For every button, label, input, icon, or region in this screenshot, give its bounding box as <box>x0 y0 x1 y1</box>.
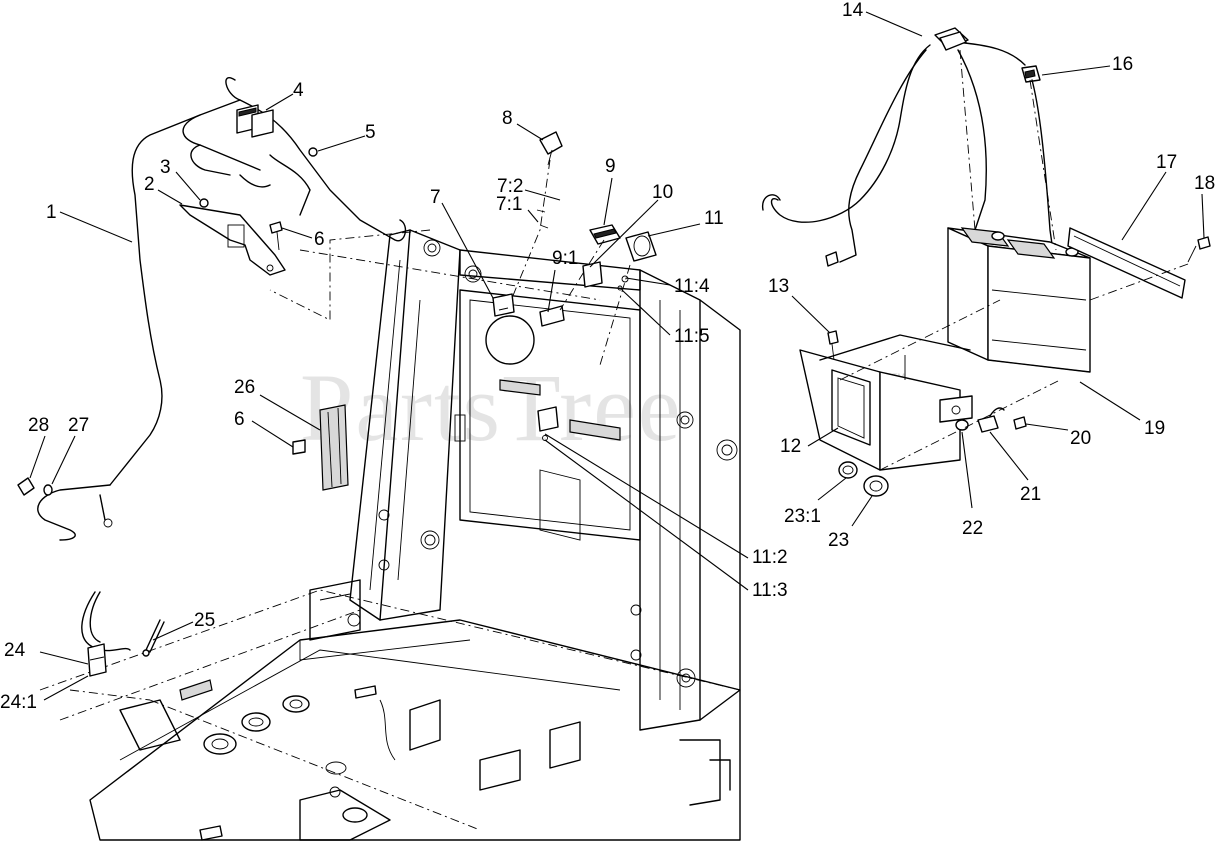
watermark-text: PartsTree <box>300 354 682 461</box>
key-part-8 <box>539 131 563 155</box>
watermark: PartsTree TM <box>300 354 905 461</box>
main-frame <box>39 229 741 841</box>
nut-part-23-1 <box>838 461 858 479</box>
screw-part-13 <box>827 330 839 361</box>
hold-down-bar-part-17 <box>1067 227 1186 299</box>
callout-27: 27 <box>68 415 89 436</box>
rubber-strip-part-26 <box>319 404 349 491</box>
bolt-part-6-lower <box>292 439 306 455</box>
screw-part-3 <box>199 198 209 208</box>
callout-25: 25 <box>194 610 215 631</box>
callout-11-5: 11:5 <box>674 326 710 347</box>
fasteners <box>17 147 318 496</box>
screw-part-28 <box>17 477 35 496</box>
bolt-part-18 <box>1187 236 1211 263</box>
relay-part-4 <box>236 104 274 138</box>
fuse-holder-part-23 <box>838 461 889 497</box>
callout-20: 20 <box>1070 428 1091 449</box>
callout-23: 23 <box>828 530 849 551</box>
callout-18: 18 <box>1194 173 1215 194</box>
nut-part-22 <box>955 419 969 431</box>
callout-5: 5 <box>365 122 376 143</box>
callout-24-1: 24:1 <box>0 692 37 713</box>
callout-24: 24 <box>4 640 26 661</box>
callout-11-4: 11:4 <box>674 276 710 297</box>
callout-21: 21 <box>1020 484 1041 505</box>
screw-part-5 <box>308 147 318 157</box>
callout-17: 17 <box>1156 152 1177 173</box>
cable-tie-part-25 <box>142 619 165 657</box>
hour-meter-part-11 <box>599 231 657 366</box>
callout-7-2: 7:2 <box>497 176 523 197</box>
bracket-part-2 <box>179 204 286 276</box>
wire-harness-part-1 <box>37 77 407 541</box>
connector-part-11-2-11-3 <box>537 406 559 441</box>
sensor-part-24 <box>69 591 151 701</box>
callout-22: 22 <box>962 518 983 539</box>
callout-3: 3 <box>160 157 171 178</box>
callout-9: 9 <box>605 156 616 177</box>
switch-part-9-1 <box>539 305 565 327</box>
ignition-switch-part-7 <box>492 131 563 317</box>
callout-11: 11 <box>704 208 724 229</box>
callout-19: 19 <box>1144 418 1165 439</box>
callout-10: 10 <box>652 182 673 203</box>
callout-6-upper: 6 <box>314 229 325 250</box>
callout-11-2: 11:2 <box>752 547 788 568</box>
battery-tray-part-12 <box>799 334 973 471</box>
callout-1: 1 <box>46 202 57 223</box>
callout-8: 8 <box>502 108 513 129</box>
callout-6-lower: 6 <box>234 409 245 430</box>
cable-part-21 <box>977 407 1005 433</box>
callout-7-1: 7:1 <box>496 194 522 215</box>
wire-harness-part-14 <box>761 27 1026 267</box>
callout-14: 14 <box>842 0 864 21</box>
callout-23-1: 23:1 <box>784 506 821 527</box>
bolt-part-20 <box>1013 416 1027 430</box>
callout-4: 4 <box>293 80 304 101</box>
callout-13: 13 <box>768 276 789 297</box>
callout-7: 7 <box>430 187 441 208</box>
callout-2: 2 <box>144 174 155 195</box>
callout-9-1: 9:1 <box>552 248 578 269</box>
indicator-part-10 <box>582 261 603 288</box>
leader-lines <box>29 11 1205 701</box>
bolt-part-6-upper <box>269 221 283 234</box>
callout-labels: 1 2 3 4 5 6 6 7 7:1 7:2 8 9 9:1 10 11 11… <box>0 0 1215 713</box>
callout-28: 28 <box>28 415 49 436</box>
callout-16: 16 <box>1112 54 1133 75</box>
callout-26: 26 <box>234 377 255 398</box>
callout-11-3: 11:3 <box>752 580 788 601</box>
callout-12: 12 <box>780 436 801 457</box>
washer-part-27 <box>43 484 53 496</box>
switch-part-9 <box>539 224 621 327</box>
battery-part-19 <box>947 227 1091 373</box>
